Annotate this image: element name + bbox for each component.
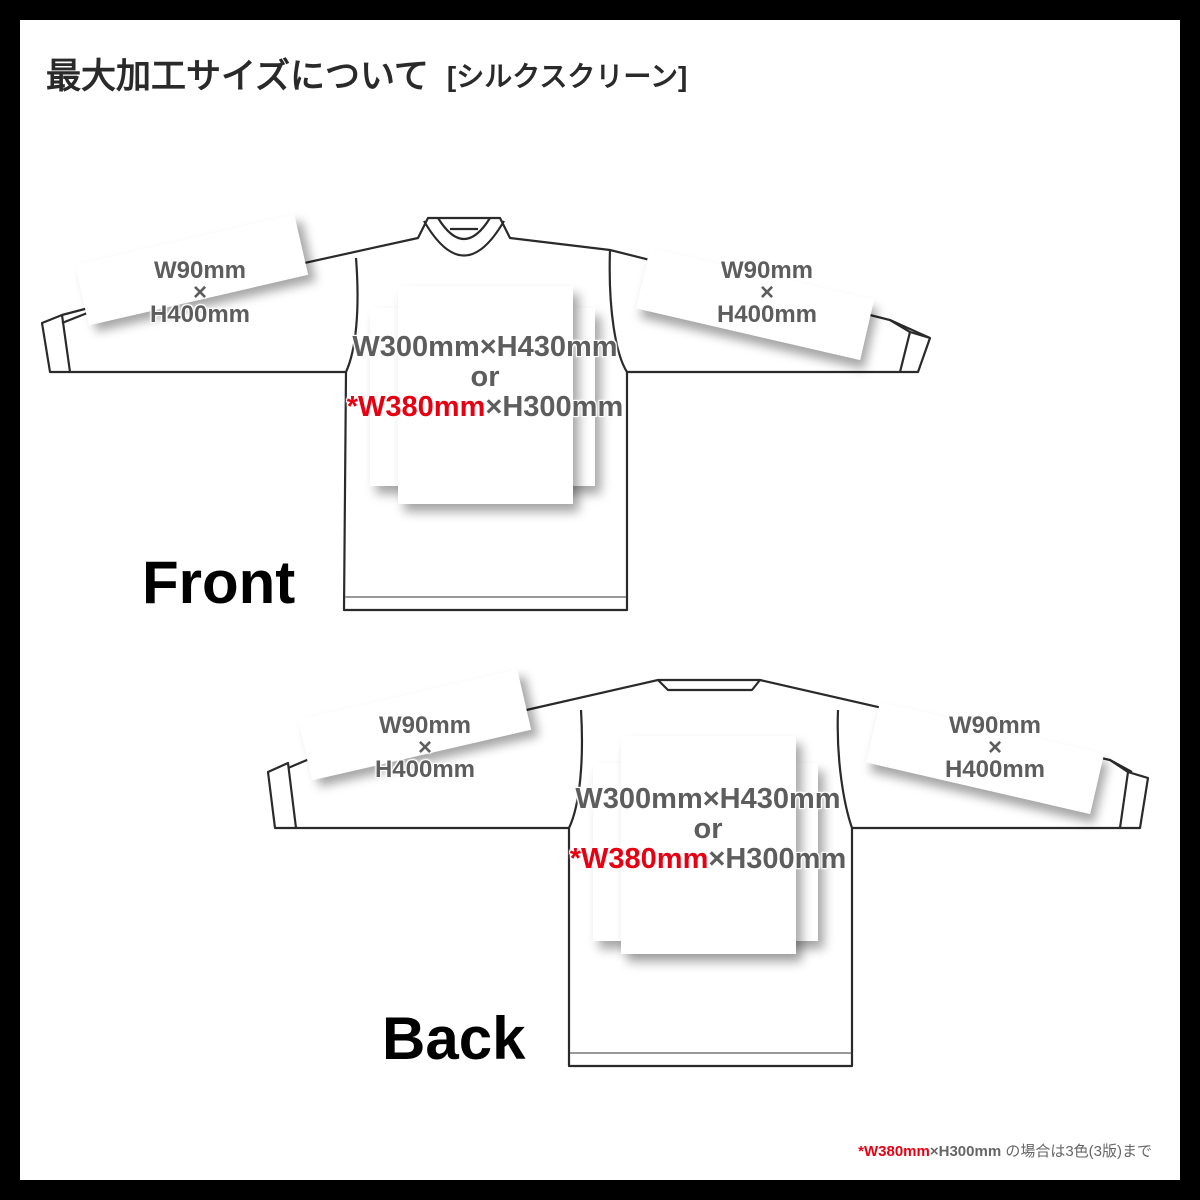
front-body-label: W300mm×H430mm or *W380mm×H300mm [346,331,624,423]
title-main: 最大加工サイズについて [46,57,429,96]
back-shirt-outline [266,678,1150,1068]
front-view-label: Front [142,549,296,616]
back-left-sleeve-label: W90mm × H400mm [374,712,476,783]
title-subtitle: [シルクスクリーン] [446,61,688,92]
back-right-sleeve-label: W90mm × H400mm [944,712,1046,783]
front-left-sleeve-label: W90mm × H400mm [149,257,251,328]
print-size-panel: 最大加工サイズについて [シルクスクリーン] [20,20,1180,1180]
back-body-label: W300mm×H430mm or *W380mm×H300mm [569,783,847,875]
page-title: 最大加工サイズについて [シルクスクリーン] [46,48,687,99]
footnote: *W380mm×H300mm の場合は3色(3版)まで [858,1143,1152,1160]
front-body-zone-tall [398,286,573,504]
back-view-label: Back [382,1005,526,1072]
front-right-sleeve-label: W90mm × H400mm [716,257,818,328]
back-body-zone-tall [621,736,796,954]
shirt-outlines [40,216,1150,1068]
